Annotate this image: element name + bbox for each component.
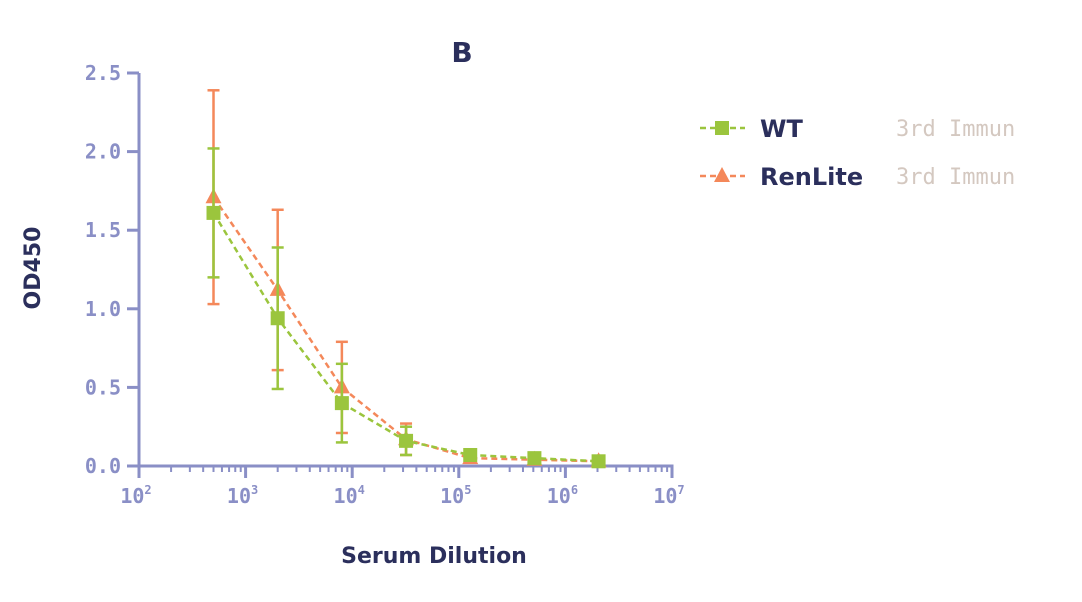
legend-marker: [715, 121, 729, 135]
x-axis-label: Serum Dilution: [341, 544, 527, 569]
data-point: [334, 396, 349, 411]
series-line: [212, 196, 599, 463]
data-point: [206, 205, 221, 220]
data-point: [527, 451, 542, 466]
y-tick-label: 0.5: [85, 375, 121, 399]
series-wt: [206, 147, 606, 469]
y-tick-label: 0.0: [85, 454, 121, 478]
legend-item-renlite: RenLite 3rd Immun: [700, 163, 1015, 191]
series-renlite: [205, 89, 607, 468]
x-tick-label: 107: [653, 483, 684, 508]
legend-marker: [714, 167, 730, 182]
legend-series-name: RenLite: [760, 163, 863, 191]
y-tick-label: 2.5: [85, 61, 121, 85]
x-tick-label: 102: [120, 483, 151, 508]
axes: 0.0 0.5 1.0 1.5 2.0 2.5 102 103 104 105 106 107: [85, 61, 685, 508]
data-point: [463, 447, 478, 462]
data-point: [270, 311, 285, 326]
legend-series-note: 3rd Immun: [896, 117, 1015, 142]
y-axis-label: OD450: [21, 227, 46, 310]
legend-item-wt: WT 3rd Immun: [700, 115, 1015, 143]
series-layer: [205, 89, 607, 469]
y-tick-label: 1.5: [85, 218, 121, 242]
y-tick-label: 1.0: [85, 297, 121, 321]
x-tick-label: 105: [440, 483, 471, 508]
data-point: [591, 454, 606, 469]
x-tick-label: 104: [334, 483, 365, 508]
data-point: [399, 433, 414, 448]
x-tick-label: 106: [547, 483, 578, 508]
x-tick-label: 103: [227, 483, 258, 508]
chart-title: B: [451, 36, 472, 69]
y-tick-label: 2.0: [85, 140, 121, 164]
legend-series-name: WT: [760, 115, 803, 143]
legend-series-note: 3rd Immun: [896, 165, 1015, 190]
